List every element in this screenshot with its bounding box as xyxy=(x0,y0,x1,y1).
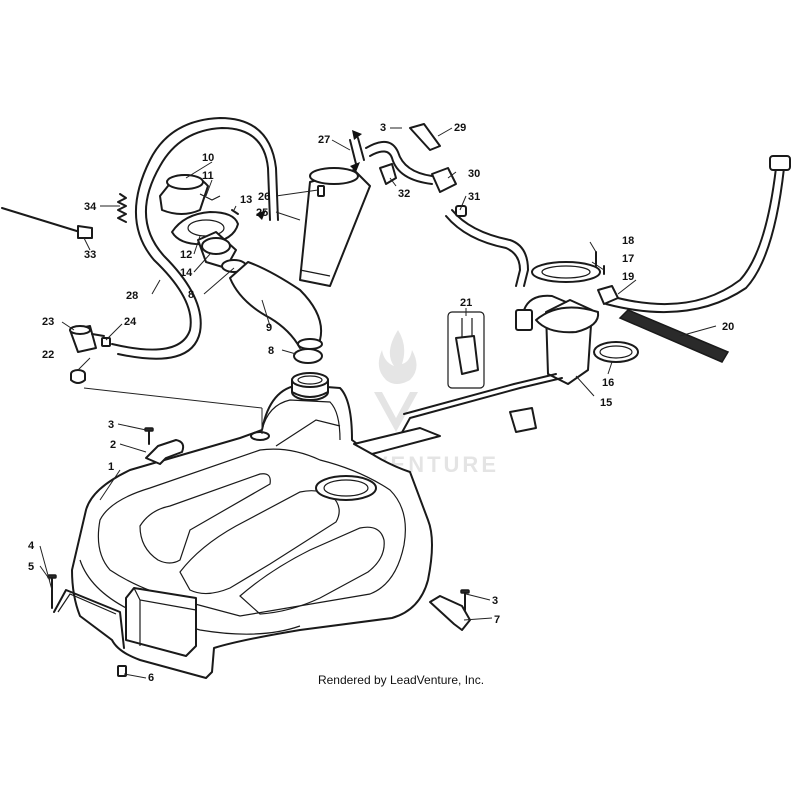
callout-7: 7 xyxy=(494,614,500,626)
rollover-valve-23 xyxy=(69,325,105,353)
valve-30 xyxy=(431,167,457,193)
callout-10: 10 xyxy=(202,152,214,164)
callout-20: 20 xyxy=(722,321,734,333)
fitting-24 xyxy=(101,337,111,347)
fitting-32 xyxy=(379,163,397,185)
callout-12: 12 xyxy=(180,249,192,261)
filler-neck xyxy=(291,372,329,401)
wiring-harness-21 xyxy=(447,311,485,389)
callout-4: 4 xyxy=(28,540,35,552)
filler-hose-9 xyxy=(229,261,323,350)
callout-1: 1 xyxy=(108,461,114,473)
callout-32: 32 xyxy=(398,188,410,200)
fuel-tank xyxy=(71,384,433,679)
fitting-27 xyxy=(349,137,365,165)
callout-24: 24 xyxy=(124,316,137,328)
callout-2: 2 xyxy=(110,439,116,451)
callout-28: 28 xyxy=(126,290,138,302)
callout-29: 29 xyxy=(454,122,466,134)
callout-labels: 1 2 3 3 3 4 5 6 7 8 8 9 10 11 12 13 14 1… xyxy=(28,122,734,684)
spring-34 xyxy=(117,193,127,223)
callout-30: 30 xyxy=(468,168,480,180)
strap-4 xyxy=(53,589,125,649)
leader-lines xyxy=(39,127,717,679)
fuel-pump-15 xyxy=(353,294,600,455)
callout-6: 6 xyxy=(148,672,154,684)
callout-9: 9 xyxy=(266,322,272,334)
connector-line xyxy=(83,387,263,409)
callout-31: 31 xyxy=(468,191,480,203)
vent-hose-28 xyxy=(111,117,279,360)
arrow-markers xyxy=(256,130,362,220)
callout-14: 14 xyxy=(180,267,193,279)
callout-17: 17 xyxy=(622,253,634,265)
fitting-26 xyxy=(317,185,325,197)
bolt-3-top xyxy=(144,427,154,445)
callout-33: 33 xyxy=(84,249,96,261)
callout-22: 22 xyxy=(42,349,54,361)
callout-26: 26 xyxy=(258,191,270,203)
callout-34: 34 xyxy=(84,201,97,213)
tether-11 xyxy=(199,193,221,201)
clamp-8-bottom xyxy=(293,348,323,364)
callout-3: 3 xyxy=(380,122,386,134)
callout-16: 16 xyxy=(602,377,614,389)
bolt-3-right xyxy=(460,589,470,611)
credit-text: Rendered by LeadVenture, Inc. xyxy=(318,673,484,687)
callout-3: 3 xyxy=(108,419,114,431)
hose-loop-top xyxy=(365,141,433,185)
callout-15: 15 xyxy=(600,397,612,409)
tie-strap-33 xyxy=(1,207,93,239)
callout-5: 5 xyxy=(28,561,34,573)
callout-18: 18 xyxy=(622,235,634,247)
grommet-22 xyxy=(70,369,86,384)
screw-13 xyxy=(231,209,239,215)
fuel-line-19 xyxy=(597,155,791,314)
hose-31 xyxy=(445,205,529,287)
evap-canister-25 xyxy=(299,167,371,287)
sleeve-20 xyxy=(618,309,730,363)
callout-13: 13 xyxy=(240,194,252,206)
callout-8: 8 xyxy=(188,289,194,301)
callout-23: 23 xyxy=(42,316,54,328)
seal-16 xyxy=(593,341,639,363)
callout-27: 27 xyxy=(318,134,330,146)
filler-adapter-14 xyxy=(197,231,237,269)
callout-11: 11 xyxy=(202,170,214,182)
callout-8: 8 xyxy=(268,345,274,357)
bracket-2 xyxy=(145,439,185,465)
nut-6 xyxy=(117,665,127,677)
callout-3: 3 xyxy=(492,595,498,607)
callout-21: 21 xyxy=(460,297,472,309)
fuel-cap-10 xyxy=(159,174,209,215)
bracket-29 xyxy=(409,123,441,151)
callout-19: 19 xyxy=(622,271,634,283)
retainer-ring xyxy=(531,261,601,283)
